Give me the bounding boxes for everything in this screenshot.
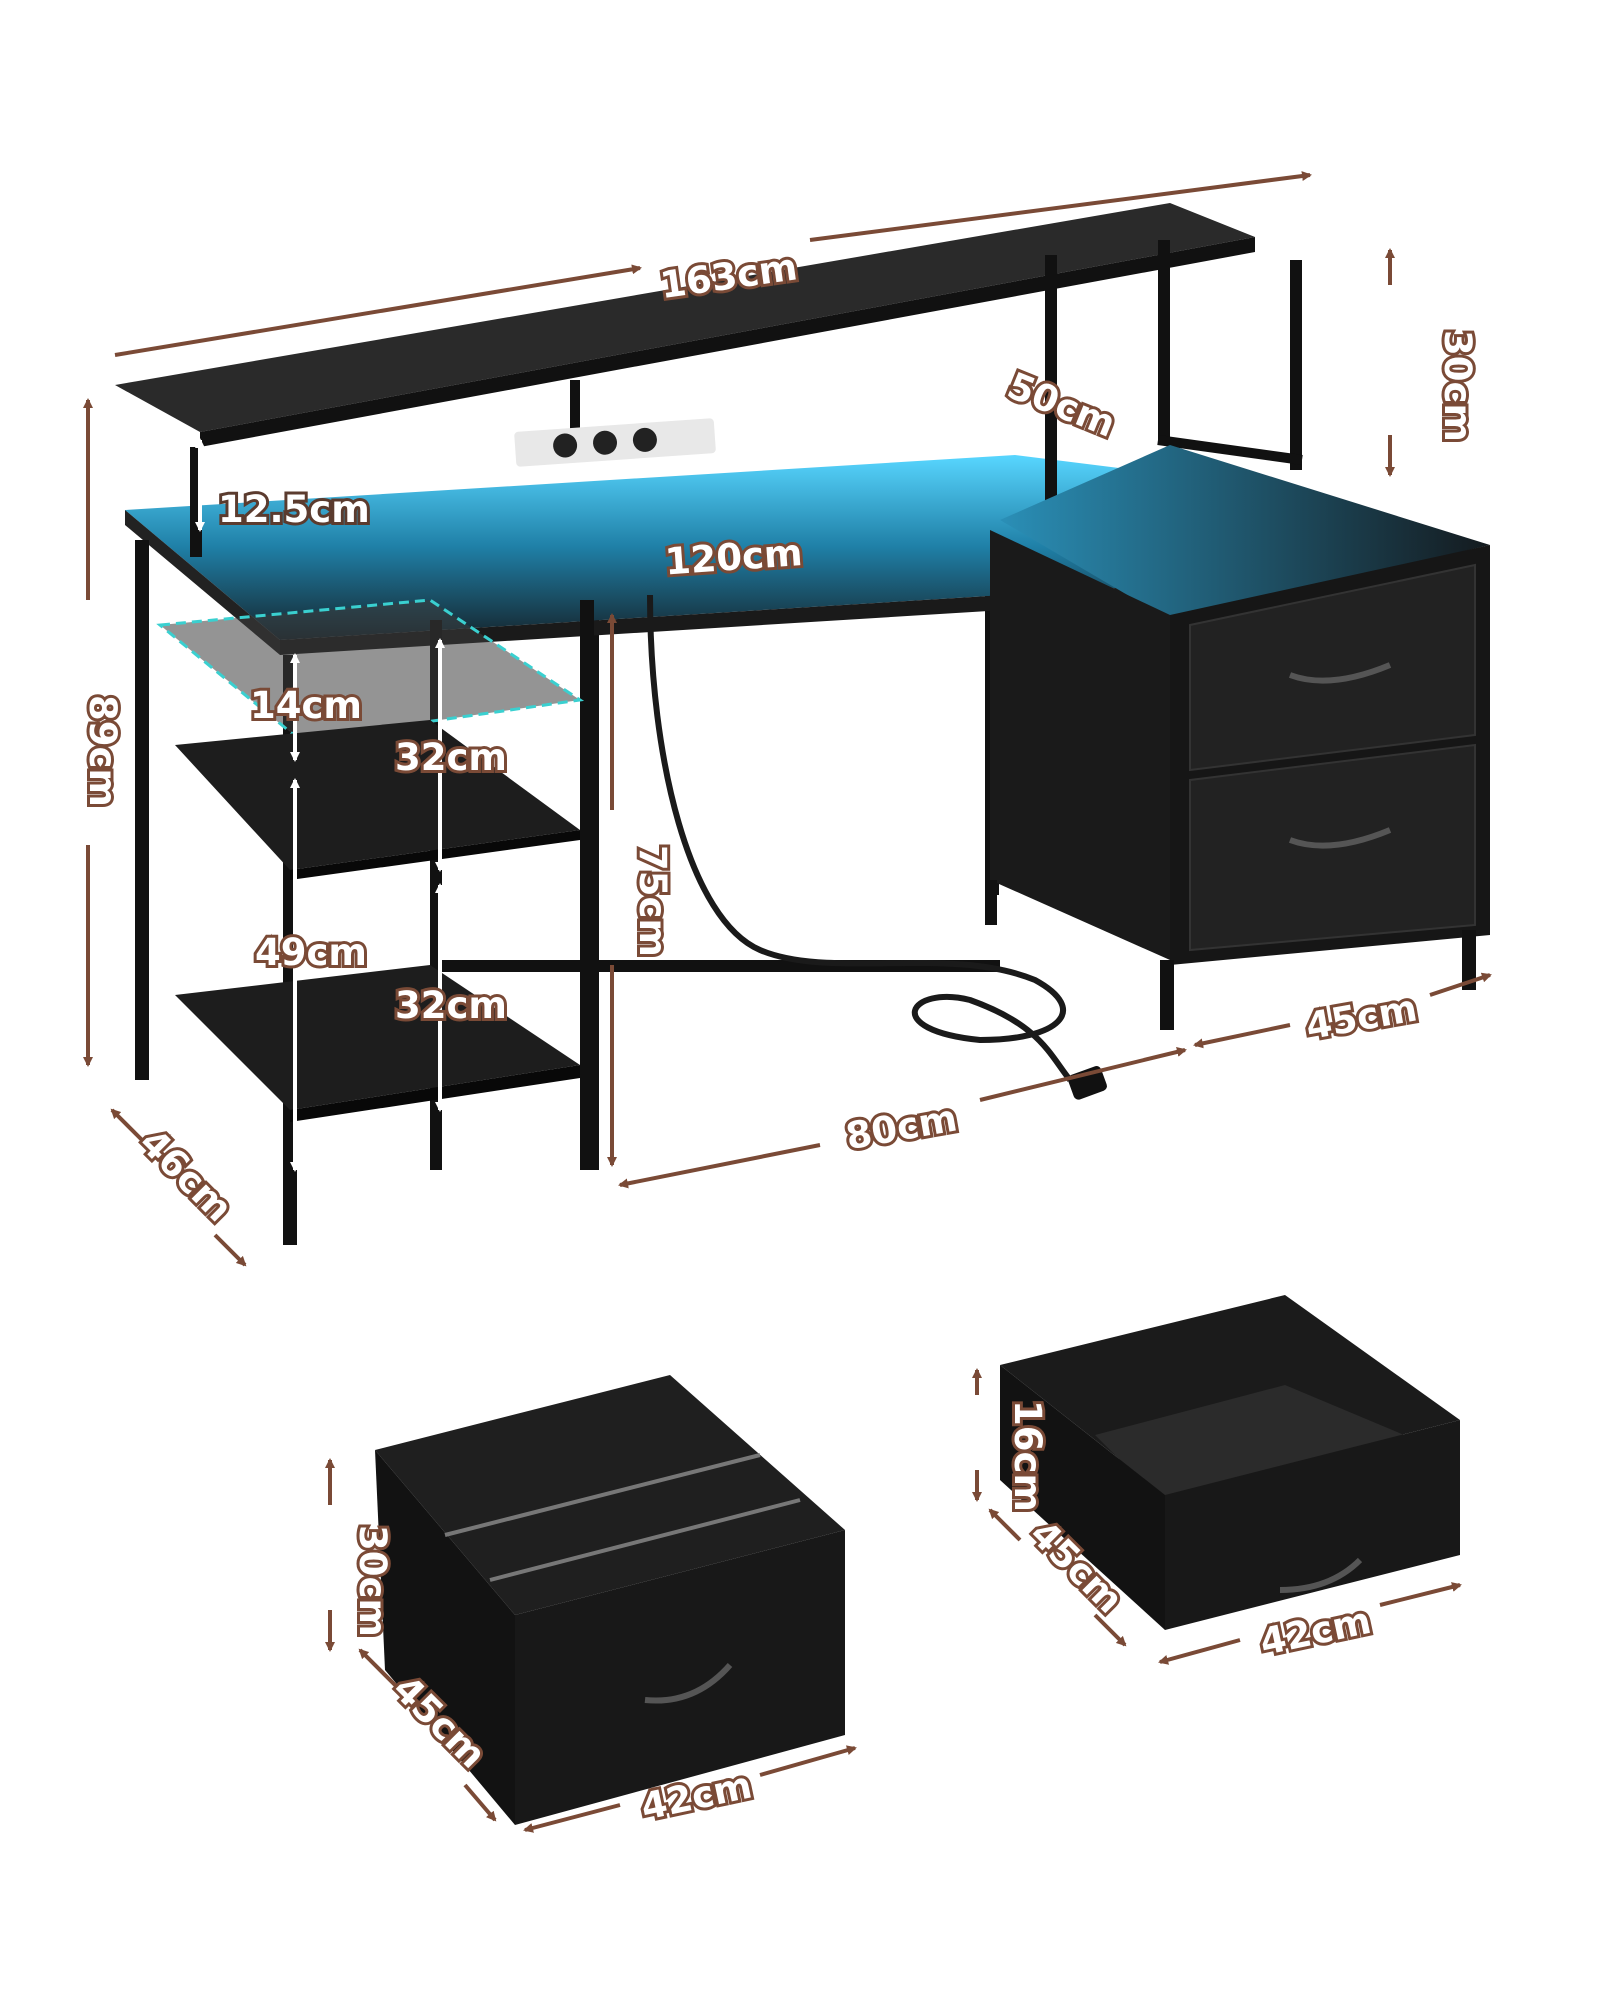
label-shelf-gap-mid: 32cm <box>395 736 507 779</box>
label-shelf-gap-low: 32cm <box>395 984 507 1027</box>
label-small-drawer-height: 16cm <box>1006 1400 1049 1512</box>
label-desk-height: 75cm <box>631 845 674 957</box>
desktop-top <box>125 455 1215 640</box>
label-hutch-depth: 50cm <box>1002 364 1122 446</box>
label-desk-depth: 46cm <box>131 1121 241 1231</box>
label-small-drawer-width: 42cm <box>1256 1599 1374 1664</box>
label-total-height: 89cm <box>81 695 124 807</box>
label-shelf-gap-top: 14cm <box>250 684 362 727</box>
label-cabinet-depth: 45cm <box>1303 986 1421 1048</box>
large-drawer <box>375 1375 845 1825</box>
hutch-shelf <box>115 203 1255 432</box>
label-hutch-height: 30cm <box>1436 330 1479 442</box>
power-cable <box>647 594 1073 1082</box>
cabinet-side <box>990 530 1170 960</box>
small-drawer <box>1000 1295 1460 1630</box>
label-shelf-span: 49cm <box>255 931 367 974</box>
dimension-lines <box>83 171 1492 1833</box>
label-large-drawer-height: 30cm <box>351 1525 394 1637</box>
label-legroom-width: 80cm <box>843 1096 961 1158</box>
label-monitor-clearance: 12.5cm <box>218 488 370 531</box>
